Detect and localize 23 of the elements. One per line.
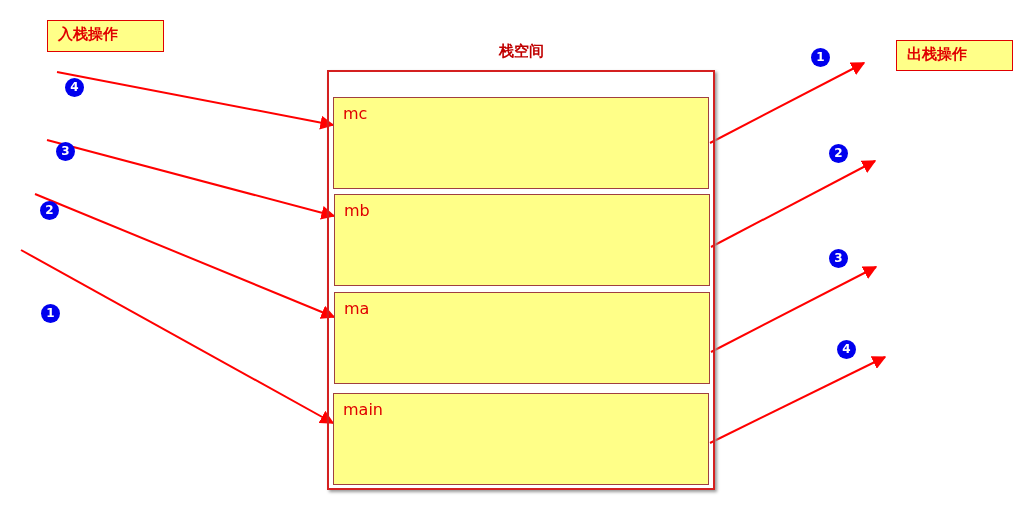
- callout-number: 2: [829, 144, 848, 163]
- callout-number: 1: [41, 304, 60, 323]
- callout-number: 1: [811, 48, 830, 67]
- callout-number: 3: [56, 142, 75, 161]
- stack-frame-box: ma: [334, 292, 710, 384]
- arrow: [56, 71, 335, 130]
- callout-number: 2: [40, 201, 59, 220]
- stack-frame-box: main: [333, 393, 709, 485]
- arrow: [710, 160, 877, 248]
- callout-number: 3: [829, 249, 848, 268]
- callout-number: 4: [65, 78, 84, 97]
- arrow: [709, 356, 887, 444]
- stack-heading: 栈空间: [497, 42, 545, 61]
- arrow: [46, 139, 336, 220]
- arrow: [34, 193, 336, 319]
- arrow: [710, 266, 878, 353]
- operation-label: 出栈操作: [896, 40, 1013, 71]
- stack-frame-box: mb: [334, 194, 710, 286]
- operation-label: 入栈操作: [47, 20, 164, 52]
- arrow: [20, 249, 335, 424]
- arrow: [709, 62, 866, 144]
- stack-frame-box: mc: [333, 97, 709, 189]
- callout-number: 4: [837, 340, 856, 359]
